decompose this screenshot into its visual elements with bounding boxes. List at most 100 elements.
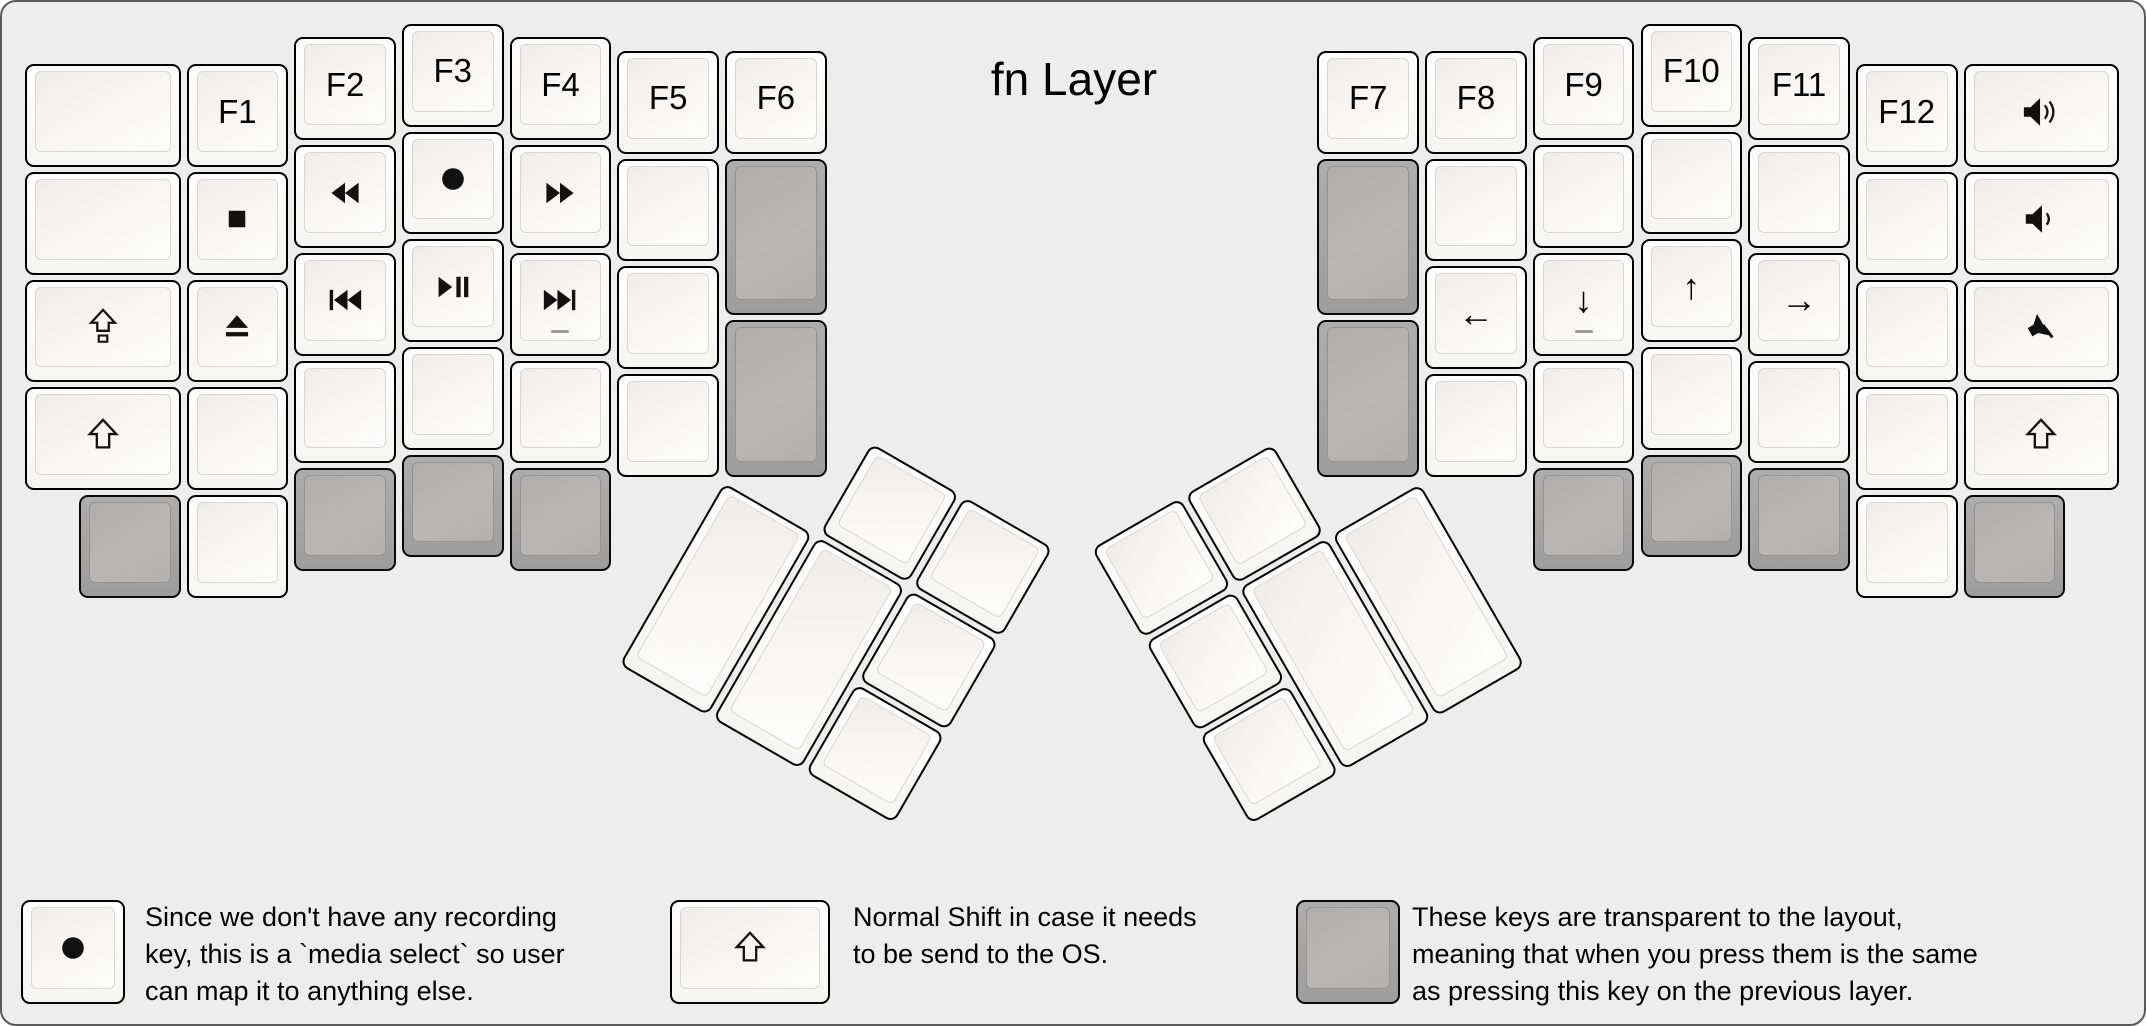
legend-transparent-key[interactable] (1296, 900, 1400, 1004)
key-f8-face: F8 (1435, 57, 1517, 139)
key-transparent-l5c4[interactable] (401, 454, 504, 558)
key-transparent-r5c3[interactable] (1748, 468, 1850, 571)
key-transparent-r5c5[interactable] (1963, 495, 2066, 598)
key-blank-r2c1[interactable] (1425, 158, 1527, 262)
key-eject-face (196, 286, 279, 368)
key-arrow-left-face: ← (1435, 273, 1517, 354)
key-thumb-r-top1-face (1197, 455, 1309, 566)
key-blank-r2c5[interactable] (1855, 172, 1958, 275)
key-blank-r4c4[interactable] (1748, 360, 1850, 464)
key-transparent-r5c1[interactable] (1532, 468, 1635, 571)
key-blank-r4c3-face (1650, 354, 1733, 435)
key-blank-r2c2[interactable] (1532, 145, 1635, 248)
key-blank-l5c2[interactable] (186, 495, 289, 598)
key-f1-label: F1 (218, 92, 257, 130)
key-blank-l2c0[interactable] (25, 172, 181, 275)
key-f9[interactable]: F9 (1532, 37, 1635, 141)
key-blank-r4c3[interactable] (1640, 347, 1743, 450)
key-blank-r2c4[interactable] (1748, 145, 1850, 248)
key-blank-r5c4[interactable] (1855, 495, 1958, 598)
key-play-pause-face (411, 246, 494, 328)
key-volume-up-face (1973, 71, 2110, 153)
key-record[interactable] (401, 131, 504, 235)
key-blank-l4c1-face (196, 394, 279, 476)
key-rewind[interactable] (294, 145, 396, 248)
key-arrow-right[interactable]: → (1748, 252, 1850, 356)
key-blank-l2c5[interactable] (617, 158, 720, 262)
key-f3[interactable]: F3 (401, 24, 504, 127)
key-blank-l4c2[interactable] (294, 360, 396, 464)
volume-up-icon (2018, 93, 2064, 131)
shift-icon (84, 416, 122, 454)
key-volume-down[interactable] (1963, 172, 2120, 275)
key-f2[interactable]: F2 (294, 37, 396, 141)
key-f8[interactable]: F8 (1425, 50, 1527, 154)
key-mute[interactable] (1963, 279, 2120, 383)
key-f12-face: F12 (1865, 71, 1948, 153)
key-volume-up[interactable] (1963, 64, 2120, 168)
legend-shift-text: Normal Shift in case it needs to be send… (853, 902, 1197, 969)
key-stop[interactable] (186, 172, 289, 275)
key-f11[interactable]: F11 (1748, 37, 1850, 141)
key-blank-r4c2[interactable] (1532, 360, 1635, 464)
key-transparent-l2c6[interactable] (725, 158, 827, 316)
key-blank-l5c2-face (196, 502, 279, 583)
key-arrow-down-face: ↓ (1542, 259, 1625, 341)
key-transparent-r5c2[interactable] (1640, 454, 1743, 558)
fast-forward-icon (541, 176, 579, 210)
key-arrow-left[interactable]: ← (1425, 266, 1527, 369)
key-f1[interactable]: F1 (186, 64, 289, 168)
key-f5-label: F5 (648, 79, 688, 117)
key-blank-l1c0[interactable] (25, 64, 181, 168)
key-shift-left[interactable] (25, 387, 181, 491)
key-shift-right[interactable] (1963, 387, 2120, 491)
key-rewind-face (304, 152, 386, 233)
key-blank-l4c5[interactable] (617, 374, 720, 477)
key-f12[interactable]: F12 (1855, 64, 1958, 168)
key-blank-l4c3[interactable] (401, 347, 504, 450)
key-f6-face: F6 (735, 57, 817, 139)
key-blank-r2c4-face (1758, 152, 1840, 233)
key-blank-l4c4[interactable] (509, 360, 612, 464)
key-f7[interactable]: F7 (1317, 50, 1420, 154)
key-blank-r2c3[interactable] (1640, 131, 1743, 235)
key-transparent-l5c3-face (304, 475, 386, 556)
key-arrow-right-face: → (1758, 259, 1840, 341)
key-f6[interactable]: F6 (725, 50, 827, 154)
key-blank-l1c0-face (35, 71, 171, 153)
legend-shift-key[interactable] (670, 900, 830, 1004)
key-blank-l4c1[interactable] (186, 387, 289, 491)
key-f5[interactable]: F5 (617, 50, 720, 154)
legend-transparent-text: These keys are transparent to the layout… (1412, 902, 1978, 1006)
key-arrow-right-label: → (1781, 279, 1818, 321)
key-fast-forward[interactable] (509, 145, 612, 248)
key-blank-r3c5[interactable] (1855, 279, 1958, 383)
key-blank-r4c1[interactable] (1425, 374, 1527, 477)
key-arrow-up[interactable]: ↑ (1640, 239, 1743, 343)
key-blank-l4c5-face (627, 381, 710, 462)
legend-record-key[interactable] (21, 900, 125, 1004)
key-play-pause[interactable] (401, 239, 504, 343)
key-shift-right-face (1973, 394, 2110, 476)
key-f9-face: F9 (1542, 44, 1625, 126)
key-transparent-l5c5[interactable] (509, 468, 612, 571)
key-prev-track[interactable] (294, 252, 396, 356)
key-transparent-l3c6[interactable] (725, 320, 827, 477)
key-arrow-up-face: ↑ (1650, 246, 1733, 328)
key-f10[interactable]: F10 (1640, 24, 1743, 127)
key-f7-face: F7 (1327, 57, 1410, 139)
key-f4[interactable]: F4 (509, 37, 612, 141)
key-arrow-down[interactable]: ↓ (1532, 252, 1635, 356)
key-caps-lock-face (35, 286, 171, 368)
key-blank-r4c5[interactable] (1855, 387, 1958, 491)
key-f3-label: F3 (433, 52, 473, 90)
key-caps-lock[interactable] (25, 279, 181, 383)
key-transparent-l5c1[interactable] (78, 495, 181, 598)
key-transparent-r2c0[interactable] (1317, 158, 1420, 316)
key-blank-l3c5[interactable] (617, 266, 720, 369)
key-transparent-r3c0[interactable] (1317, 320, 1420, 477)
key-blank-r4c4-face (1758, 367, 1840, 449)
key-next-track[interactable] (509, 252, 612, 356)
key-eject[interactable] (186, 279, 289, 383)
key-transparent-l5c3[interactable] (294, 468, 396, 571)
